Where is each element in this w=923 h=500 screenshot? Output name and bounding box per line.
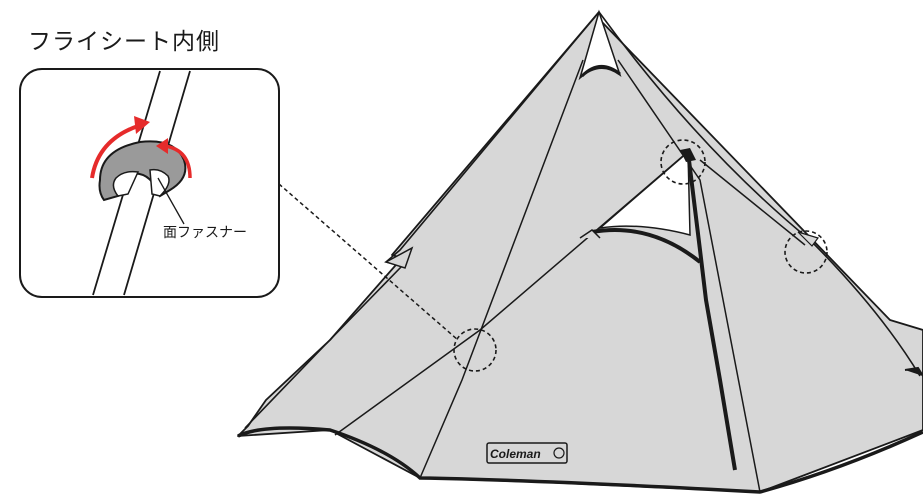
door-flap-corner — [579, 229, 601, 239]
tent-right-edge — [598, 11, 921, 377]
seam-center — [419, 59, 584, 479]
inset-title: フライシート内側 — [28, 29, 220, 55]
left-flap — [384, 246, 414, 269]
brand-logo-text: Coleman — [490, 447, 541, 461]
callout-pointer — [157, 177, 185, 225]
rotation-arrow-icon — [156, 138, 192, 179]
leader-line — [278, 183, 459, 341]
tent-right-corner — [904, 366, 923, 377]
brand-logo: Coleman — [486, 442, 568, 464]
inset-frame — [19, 68, 280, 298]
dashed-circle-highlight — [453, 328, 497, 372]
dashed-circle-highlight — [660, 139, 706, 185]
tent-body — [237, 9, 923, 494]
tent-bottom-hem — [237, 426, 923, 494]
tent-fly — [237, 11, 923, 493]
door-pole — [686, 151, 737, 471]
seam-right-outer — [699, 159, 806, 246]
rotation-arrow-icon — [90, 116, 150, 179]
velcro-strap-inner — [112, 170, 140, 197]
detail-inset — [19, 68, 280, 298]
apex-vent-arch — [580, 65, 621, 78]
dashed-circle-highlight — [784, 230, 828, 274]
door-flap-edge — [591, 228, 702, 264]
apex-vent — [578, 9, 622, 81]
door-opening — [597, 150, 691, 236]
callout-label: 面ファスナー — [163, 225, 247, 241]
right-flap — [797, 231, 819, 247]
seam-right — [617, 59, 761, 493]
door-pole-top — [680, 148, 696, 162]
